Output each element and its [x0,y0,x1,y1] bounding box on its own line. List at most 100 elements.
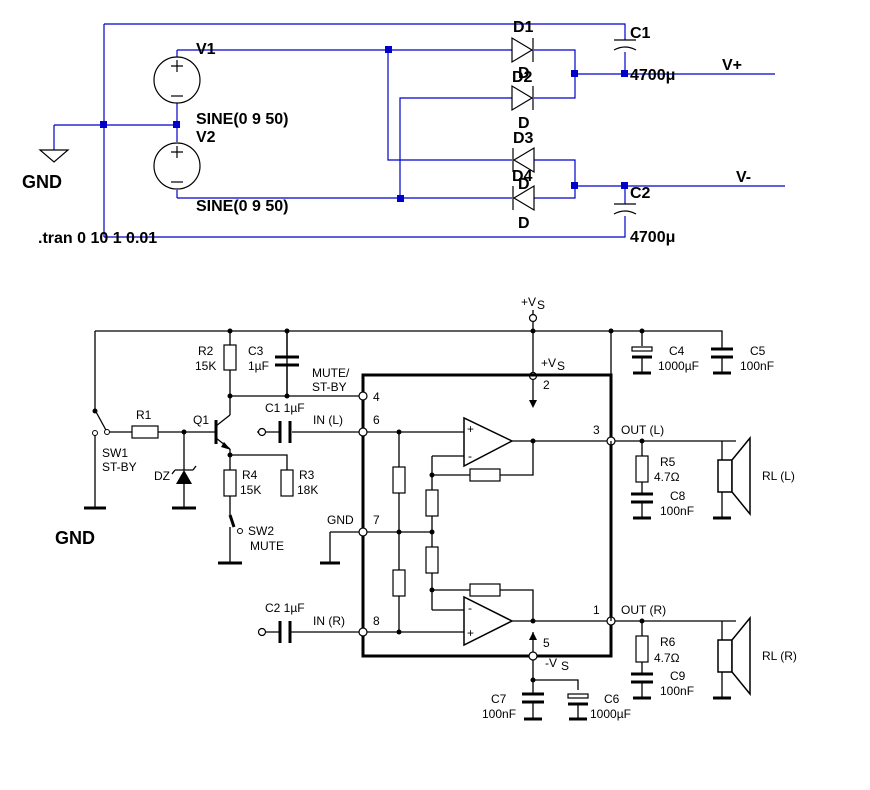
sw2-name: SW2 [248,524,274,538]
transistor-q1 [214,414,231,450]
capacitor-c3 [275,331,299,396]
out-l-label: OUT (L) [621,423,664,437]
capacitor-c1 [613,39,637,51]
zener-dz [171,465,197,484]
c7-name: C7 [491,692,507,706]
vminus-label: V- [736,169,751,186]
ground-icon [38,149,70,163]
voltage-source-v1 [153,56,201,104]
mute-label-2: ST-BY [312,380,347,394]
c2-name: C2 [630,185,651,202]
pin-7: 7 [373,513,380,527]
c6-value: 1000µF [590,707,631,721]
vs-arrow-top-head [529,400,537,408]
c8-value: 100nF [660,504,694,518]
c7-value: 100nF [482,707,516,721]
vs-top-label: +V [521,295,536,309]
d3-name: D3 [513,130,534,147]
d1-model: D [518,65,530,82]
diode-d1 [511,36,534,64]
pin-8: 8 [373,614,380,628]
r3-value: 18K [297,483,318,497]
resistor-r2 [223,344,237,371]
resistor-r1 [131,425,159,439]
c1-label: C1 1µF [265,401,305,415]
v1-name: V1 [196,41,216,58]
capacitor-c1-input [257,421,292,443]
r4-name: R4 [242,468,258,482]
c3-name: C3 [248,344,264,358]
c2-label: C2 1µF [265,601,305,615]
capacitor-c4 [631,331,653,375]
r5-value: 4.7Ω [654,470,680,484]
c5-name: C5 [750,344,766,358]
supply-rail [94,310,723,410]
output-right-network [615,620,736,700]
vs-ic-sub: S [557,359,565,373]
c6-name: C6 [604,692,620,706]
sw2-desc: MUTE [250,539,284,553]
capacitor-c2-input [257,621,359,643]
q1-label: Q1 [193,413,209,427]
opamp-right: - + [463,595,514,647]
rl-l-label: RL (L) [762,469,795,483]
voltage-source-v2 [153,142,201,190]
diode-d3 [512,146,535,174]
r2-value: 15K [195,359,216,373]
in-l-label: IN (L) [313,413,343,427]
pin-4: 4 [373,390,380,404]
svg-text:+: + [467,422,474,436]
ic-internal-wiring [320,331,612,633]
d1-name: D1 [513,19,534,36]
speaker-right-icon [717,615,751,697]
r6-value: 4.7Ω [654,651,680,665]
pin-2: 2 [543,378,550,392]
ic-junctions [396,429,536,635]
negative-supply-caps [522,660,589,721]
opamp-left: + - [463,416,514,468]
svg-text:-: - [468,449,472,463]
c8-name: C8 [670,489,686,503]
resistor-r4 [223,469,237,497]
amplifier-schematic: +V S +V S 4 6 7 8 2 3 1 5 MUTE/ ST-BY IN… [55,295,797,721]
pin-1: 1 [593,603,600,617]
d4-name: D4 [512,168,533,185]
c9-value: 100nF [660,684,694,698]
v2-name: V2 [196,129,216,146]
r3-name: R3 [299,468,315,482]
r6-name: R6 [660,635,676,649]
vs-ic-label: +V [541,356,556,370]
mute-label-1: MUTE/ [312,366,350,380]
capacitor-c5 [711,346,733,375]
speaker-left-icon [717,435,751,517]
output-left-network [615,440,736,520]
vs-top-sub: S [537,298,545,312]
ltspice-junctions [100,46,628,202]
r5-name: R5 [660,455,676,469]
svg-text:+: + [467,626,474,640]
out-r-label: OUT (R) [621,603,666,617]
diode-d2 [511,84,534,112]
c1-value: 4700μ [630,67,675,84]
gnd-pin-label: GND [327,513,354,527]
v1-value: SINE(0 9 50) [196,111,288,128]
pin-3: 3 [593,423,600,437]
c2-value: 4700μ [630,229,675,246]
switch-sw2 [228,514,243,540]
c9-name: C9 [670,669,686,683]
d2-name: D2 [512,69,533,86]
capacitor-c2 [613,203,637,215]
vs-neg-sub: S [561,659,569,673]
sw1-desc: ST-BY [102,460,137,474]
d4-model: D [518,215,530,232]
c4-value: 1000µF [658,359,699,373]
r2-name: R2 [198,344,214,358]
diode-d4 [512,184,535,212]
gnd-bottom-label: GND [55,528,95,548]
v2-value: SINE(0 9 50) [196,198,288,215]
ltspice-schematic: GND V1 SINE(0 9 50) V2 SINE(0 9 50) D1 [22,19,785,247]
ic-internal-resistors [392,466,501,597]
r1-label: R1 [136,408,152,422]
